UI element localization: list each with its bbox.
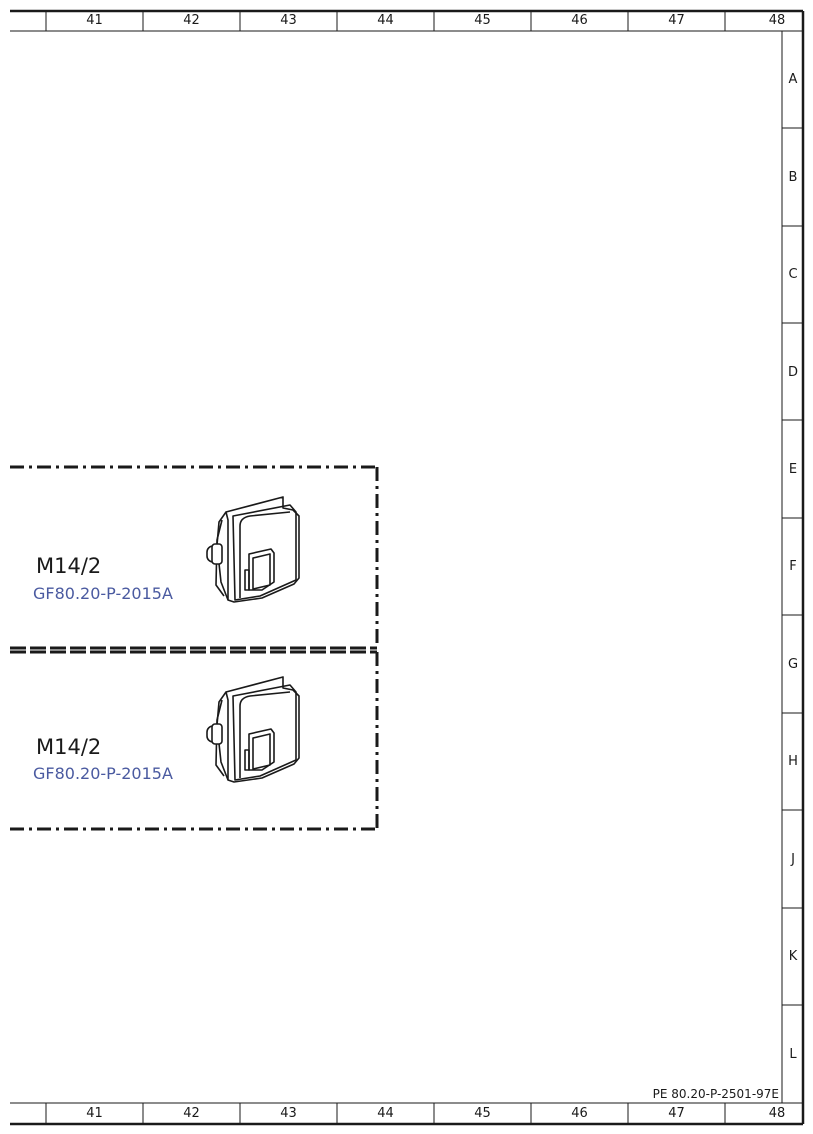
drawing-number: PE 80.20-P-2501-97E — [652, 1087, 779, 1101]
right-ruler-ticks — [782, 127, 803, 1006]
column-label: 46 — [571, 1106, 588, 1121]
row-label: K — [788, 949, 798, 964]
column-label: 47 — [668, 13, 685, 28]
row-label: B — [788, 170, 798, 185]
row-label: H — [788, 754, 798, 769]
component-reference-link[interactable]: GF80.20-P-2015A — [33, 584, 173, 603]
column-label: 46 — [571, 13, 588, 28]
column-label: 43 — [280, 1106, 297, 1121]
column-label: 41 — [86, 13, 103, 28]
row-label: J — [791, 852, 795, 867]
top-ruler-ticks — [45, 11, 726, 31]
row-label: C — [788, 267, 798, 282]
column-label: 43 — [280, 13, 297, 28]
column-label: 42 — [183, 1106, 200, 1121]
column-label: 45 — [474, 13, 491, 28]
actuator-motor-icon — [206, 496, 300, 603]
column-label: 47 — [668, 1106, 685, 1121]
column-label: 48 — [768, 1106, 786, 1121]
row-label: A — [788, 72, 798, 87]
column-label: 45 — [474, 1106, 491, 1121]
column-label: 48 — [768, 13, 786, 28]
row-label: D — [787, 365, 798, 380]
component-box-2 — [10, 650, 379, 831]
component-reference-link[interactable]: GF80.20-P-2015A — [33, 764, 173, 783]
row-label: G — [787, 657, 799, 672]
column-label: 44 — [377, 1106, 394, 1121]
column-label: 44 — [377, 13, 394, 28]
component-code: M14/2 — [36, 554, 102, 578]
component-box-1 — [10, 465, 379, 650]
row-label: L — [789, 1047, 797, 1062]
column-label: 42 — [183, 13, 200, 28]
actuator-motor-icon — [206, 676, 300, 783]
row-label: F — [789, 559, 797, 574]
bottom-ruler-ticks — [45, 1103, 726, 1124]
component-code: M14/2 — [36, 735, 102, 759]
column-label: 41 — [86, 1106, 103, 1121]
row-label: E — [788, 462, 798, 477]
